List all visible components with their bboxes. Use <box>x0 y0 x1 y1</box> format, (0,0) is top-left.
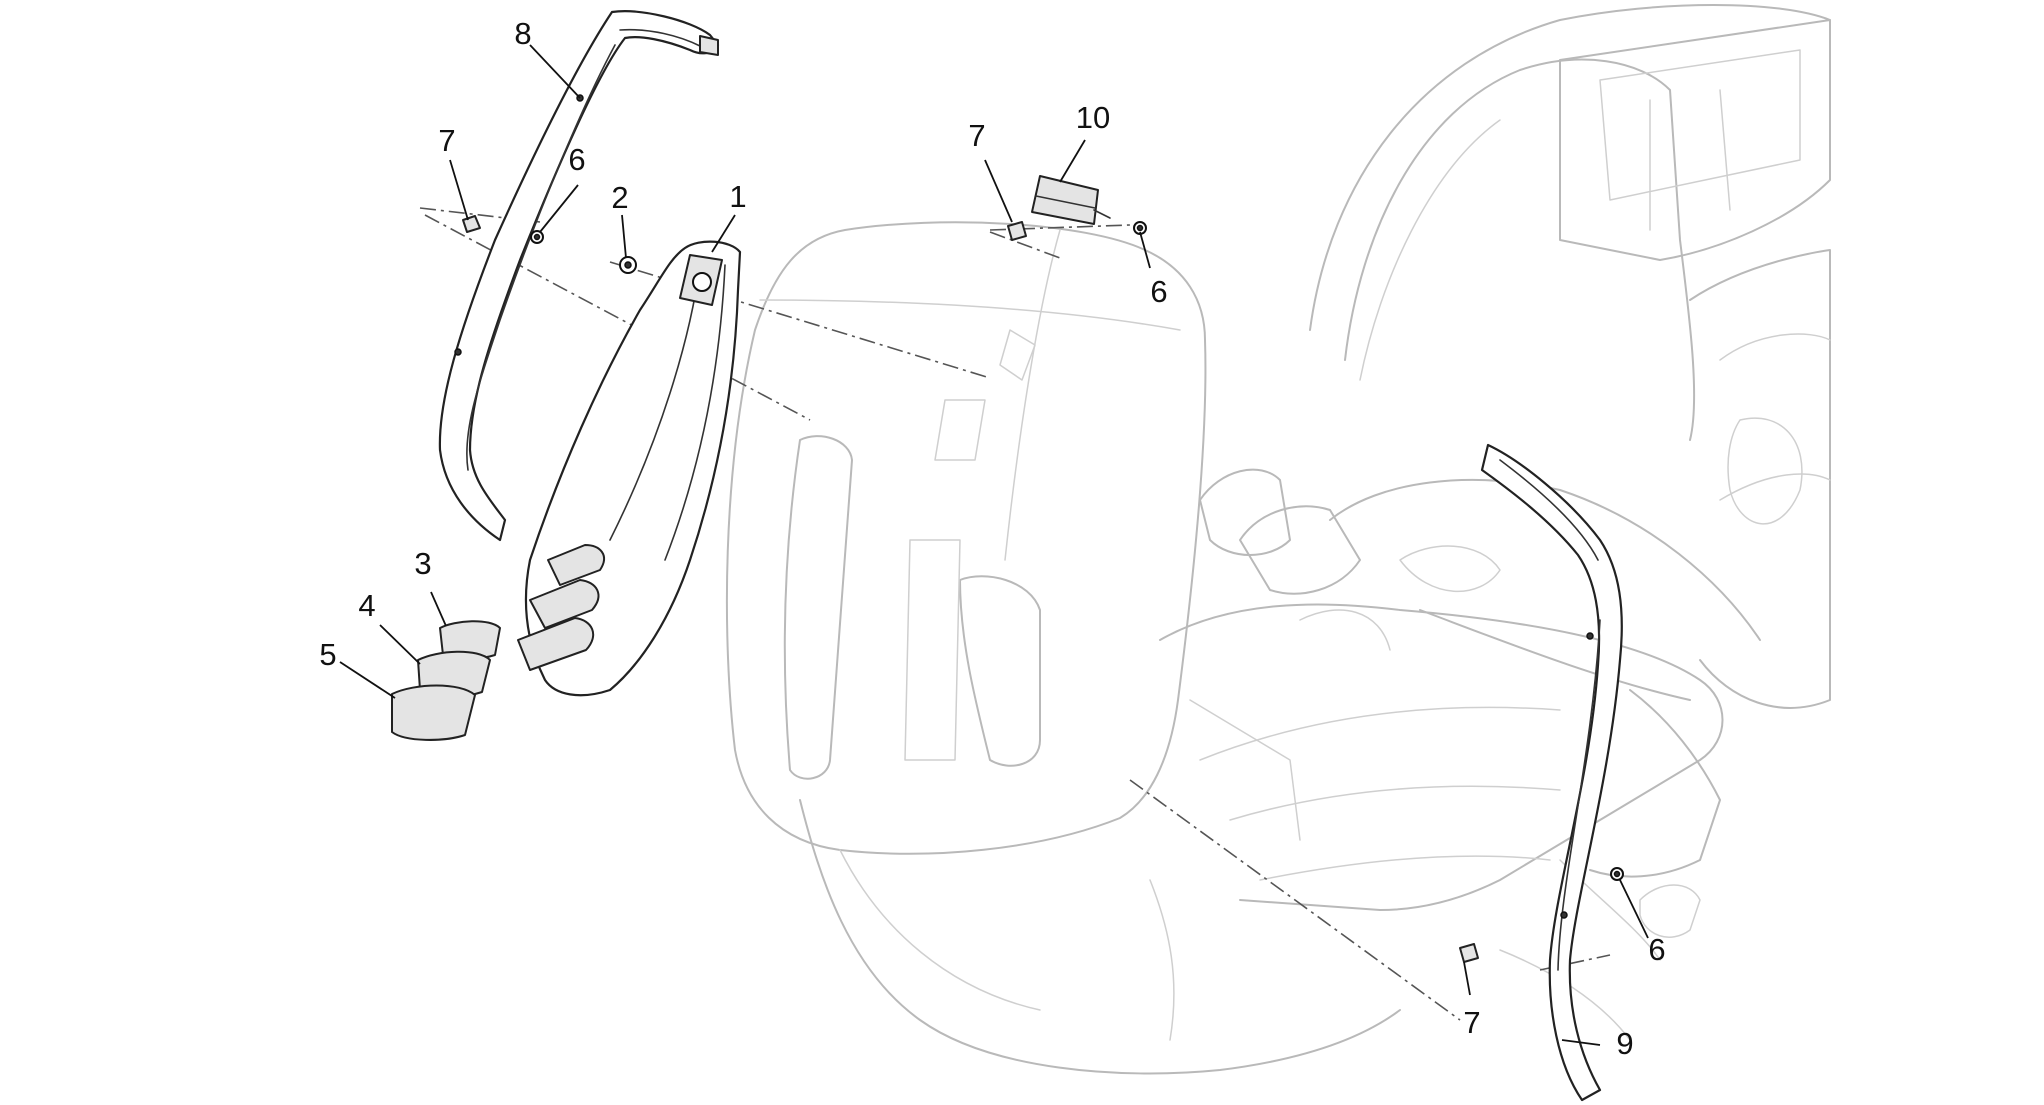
callout-3: 3 <box>414 546 431 581</box>
callout-6: 6 <box>568 142 585 177</box>
callout-7: 7 <box>1463 1005 1480 1040</box>
callout-6: 6 <box>1150 274 1167 309</box>
callout-9: 9 <box>1616 1026 1633 1061</box>
clip-7-upper-left <box>462 215 481 233</box>
scooter-body-outline <box>725 4 1831 1075</box>
part-5-badge <box>391 684 476 741</box>
callouts: 8 7 6 2 1 7 10 6 3 4 5 6 7 9 <box>319 16 1665 1061</box>
callout-5: 5 <box>319 637 336 672</box>
leader-lines <box>339 44 1649 1046</box>
callout-8: 8 <box>514 16 531 51</box>
callout-6: 6 <box>1648 932 1665 967</box>
part-8-trim-strip <box>438 10 720 542</box>
screw-2 <box>619 256 637 274</box>
callout-4: 4 <box>358 588 375 623</box>
screw-6-upper-left <box>530 230 544 244</box>
callout-7: 7 <box>968 118 985 153</box>
callout-2: 2 <box>611 180 628 215</box>
part-1-center-cover <box>517 240 742 697</box>
callout-1: 1 <box>729 179 746 214</box>
callout-10: 10 <box>1076 100 1110 135</box>
part-9-trim-strip <box>1480 443 1623 1102</box>
part-10-bracket <box>1031 175 1111 225</box>
clip-7-bracket <box>1007 221 1027 241</box>
callout-7: 7 <box>438 123 455 158</box>
clip-7-lower <box>1459 943 1479 963</box>
screw-6-lower-right <box>1610 867 1624 881</box>
